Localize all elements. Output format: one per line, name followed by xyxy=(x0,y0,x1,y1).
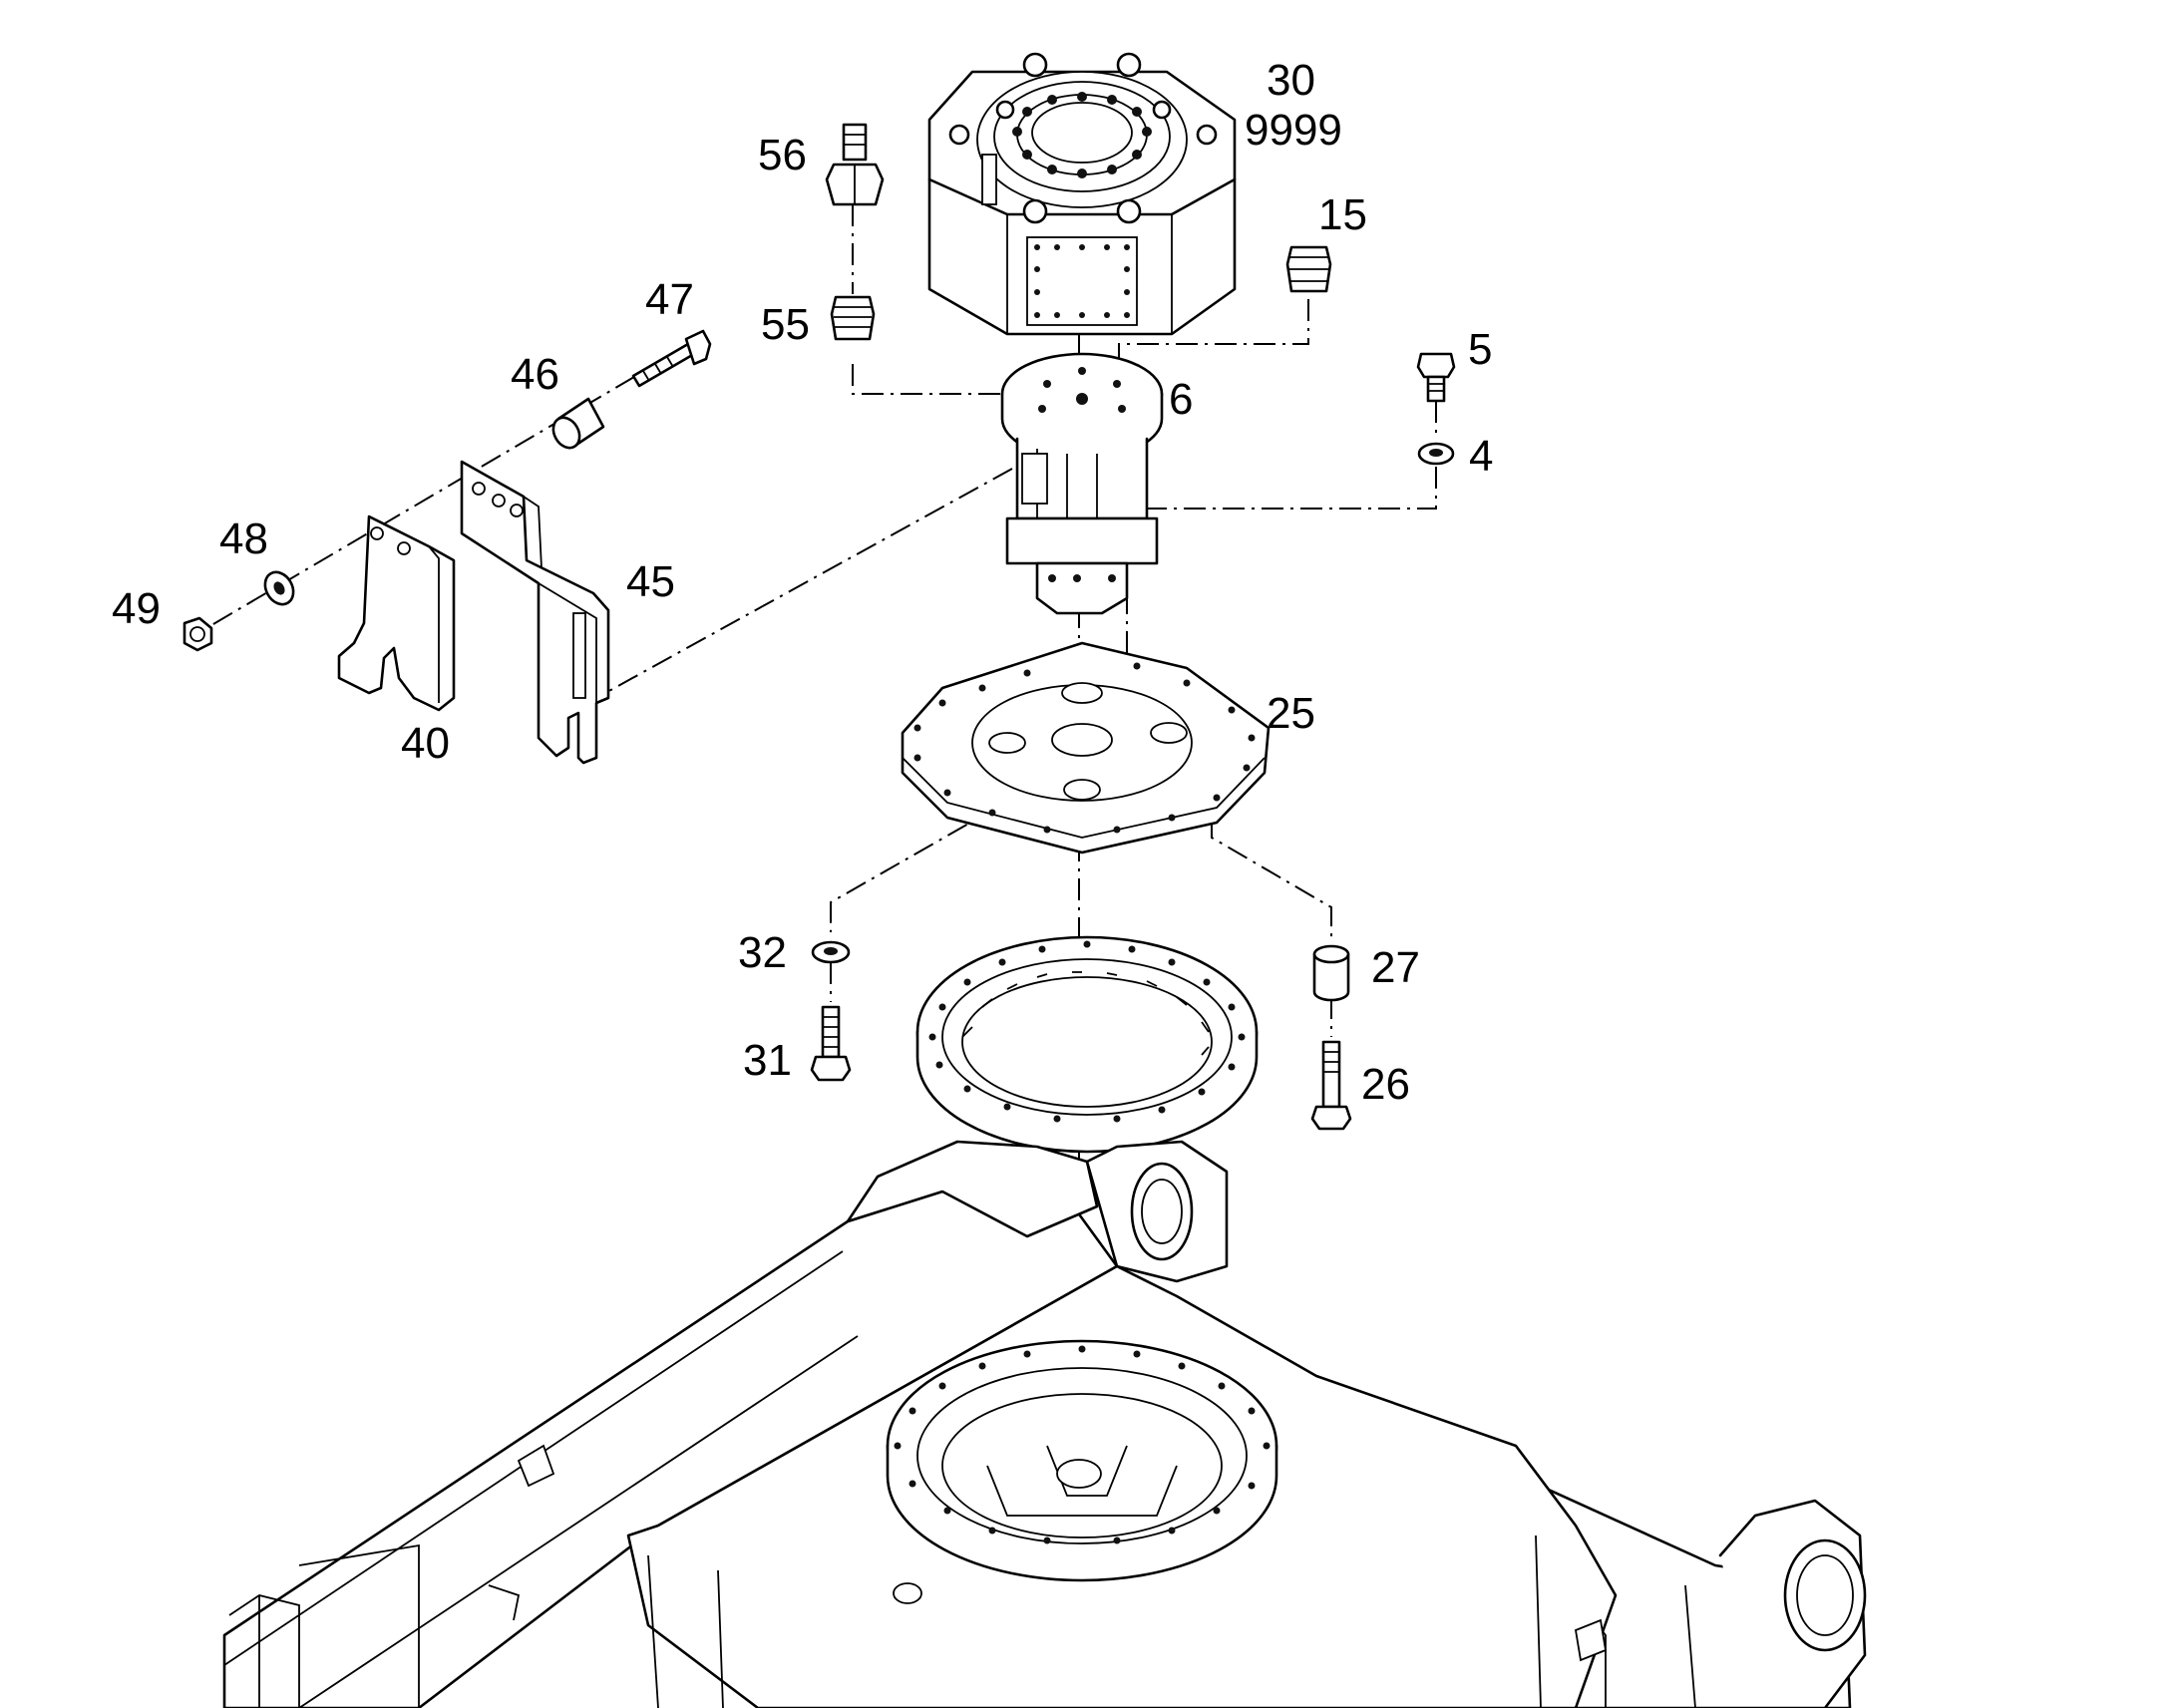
callout-labels: 30 9999 56 15 47 55 46 5 6 4 48 45 49 25… xyxy=(112,56,1493,1109)
housing-bolts xyxy=(948,52,1218,224)
callout-40: 40 xyxy=(401,719,450,768)
callout-32: 32 xyxy=(738,928,787,977)
callout-55: 55 xyxy=(761,300,810,349)
callout-31: 31 xyxy=(743,1036,792,1085)
bolt-5 xyxy=(1416,352,1456,403)
washer-48 xyxy=(263,570,295,606)
callout-56: 56 xyxy=(758,131,807,179)
callout-25: 25 xyxy=(1267,689,1315,738)
callout-15: 15 xyxy=(1318,190,1367,239)
spacer-46 xyxy=(551,397,605,450)
bolt-47 xyxy=(631,329,712,388)
fitting-15 xyxy=(1285,245,1332,293)
callout-49: 49 xyxy=(112,584,161,633)
callout-47: 47 xyxy=(645,275,694,324)
bracket-45 xyxy=(460,460,610,765)
rotary-joint-6 xyxy=(1000,352,1164,615)
mounting-plate-25 xyxy=(901,641,1271,854)
fitting-55 xyxy=(830,295,876,341)
callout-4: 4 xyxy=(1469,432,1493,481)
washer-4 xyxy=(1417,442,1455,466)
callout-6: 6 xyxy=(1169,375,1193,424)
callout-9999: 9999 xyxy=(1245,106,1342,155)
bolt-31 xyxy=(810,1005,852,1082)
bracket-40 xyxy=(337,514,456,712)
undercarriage-frame xyxy=(222,1140,1867,1708)
callout-45: 45 xyxy=(626,557,675,606)
nut-49 xyxy=(182,616,213,652)
breather-fitting-56 xyxy=(825,123,885,206)
bolt-26 xyxy=(1310,1040,1352,1131)
washer-32 xyxy=(811,940,851,964)
callout-5: 5 xyxy=(1468,325,1492,374)
callout-27: 27 xyxy=(1371,943,1420,992)
callout-30: 30 xyxy=(1267,56,1315,105)
callout-26: 26 xyxy=(1361,1060,1410,1109)
callout-46: 46 xyxy=(511,350,559,399)
ring-gear-teeth xyxy=(961,971,1210,1056)
spacer-27 xyxy=(1312,944,1350,1002)
callout-48: 48 xyxy=(219,514,268,563)
swing-motor-housing xyxy=(927,52,1237,336)
slewing-ring xyxy=(915,935,1259,1154)
